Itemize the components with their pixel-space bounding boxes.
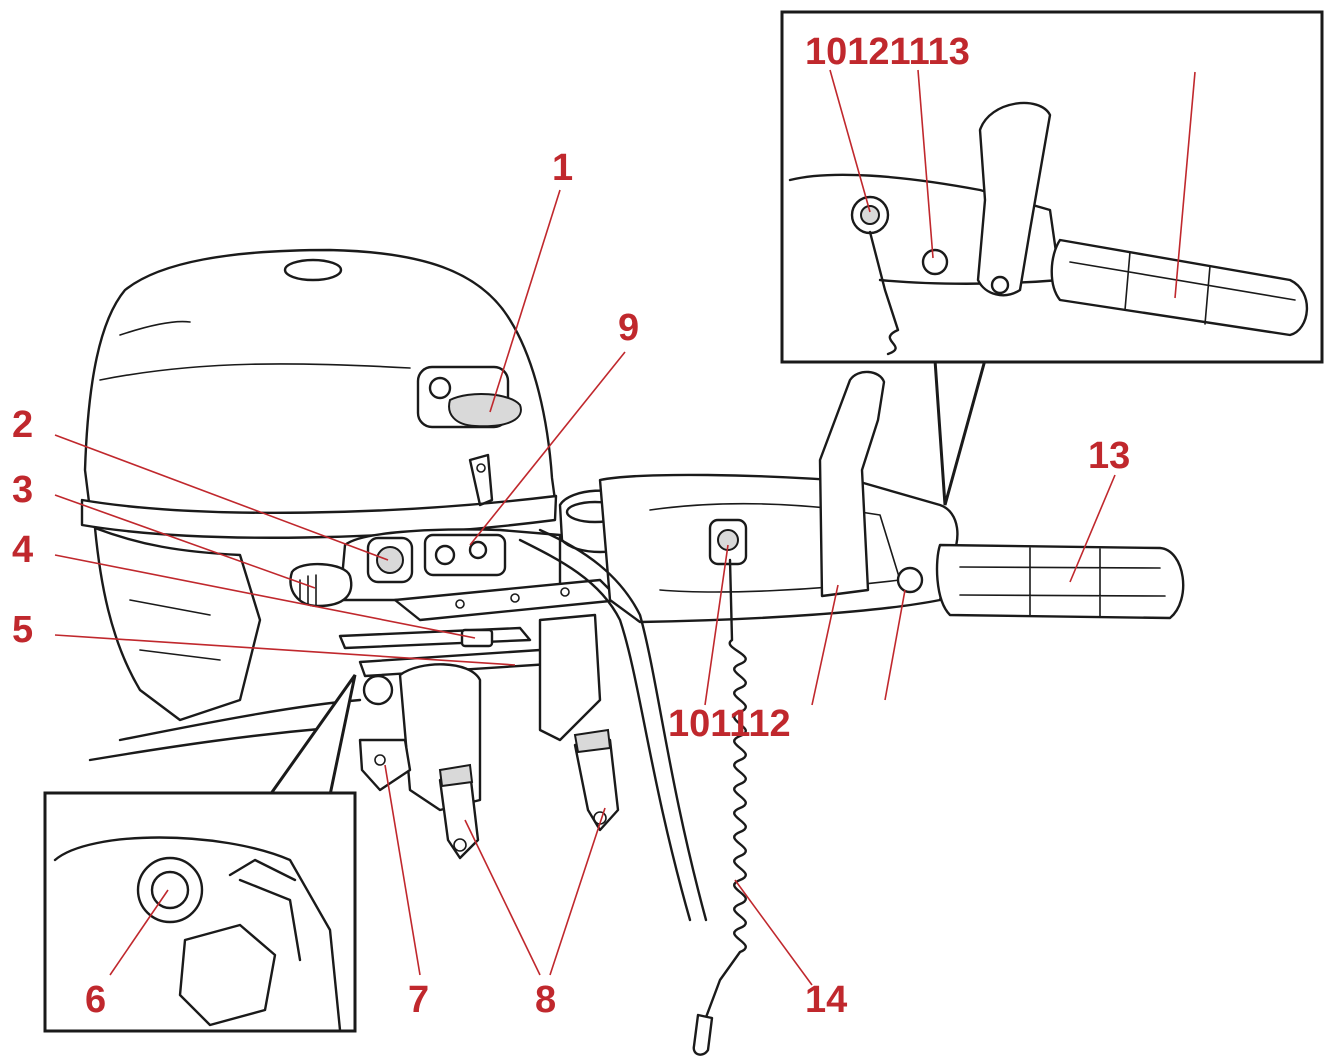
leader-2 (54, 434, 389, 561)
lower-casing-line (129, 599, 221, 661)
callout-1: 1 (552, 147, 573, 189)
inset-hex-nut (178, 923, 277, 1027)
leader-13-inset (1174, 71, 1196, 299)
callout-7: 7 (408, 979, 429, 1021)
callout-6: 6 (85, 979, 106, 1021)
shift-lever (818, 370, 886, 598)
inset-stop-switch-button (860, 205, 880, 225)
leader-14 (734, 879, 813, 986)
callout-labels: 1 2 3 4 5 6 7 8 9 10121113 13 101112 14 (12, 31, 1130, 1021)
plate-hole-3 (560, 587, 570, 597)
cowling-crease (99, 363, 411, 381)
clamp-arm-left-hole (374, 754, 386, 766)
throttle-bracket (468, 453, 494, 507)
leader-13 (1069, 474, 1116, 583)
throttle-grip (935, 543, 1185, 620)
connector-b (468, 540, 488, 560)
lanyard-clip (692, 1013, 714, 1056)
plate-hole-1 (455, 599, 465, 609)
friction-knob (289, 562, 353, 608)
choke-knob (448, 393, 522, 428)
lanyard-cord (703, 558, 747, 1022)
leader-11 (884, 589, 906, 701)
leader-3 (54, 494, 316, 589)
leader-10-inset (829, 69, 871, 213)
leader-5 (54, 634, 516, 666)
inset-bolt-head (150, 870, 190, 910)
leader-8b (549, 807, 606, 976)
callout-10121113: 10121113 (805, 31, 970, 73)
leader-8a (464, 819, 541, 976)
inset-tiller-body (788, 173, 1062, 285)
leader-10 (704, 544, 729, 706)
bracket-hole (476, 463, 486, 473)
leader-12 (811, 584, 839, 706)
cowling-cap (283, 258, 343, 282)
bracket-bolt (362, 674, 394, 706)
stop-switch (376, 546, 404, 574)
leader-6 (109, 889, 169, 976)
callout-101112: 101112 (668, 703, 791, 745)
callout-5: 5 (12, 609, 33, 651)
fuel-hose (518, 538, 692, 922)
inset-grip (1050, 238, 1309, 337)
rod-clip (460, 628, 494, 648)
plate-hole-2 (510, 593, 520, 603)
clamp-screw-left-spring (438, 763, 474, 788)
leader-lines (54, 69, 1196, 986)
cowling-highlight (119, 320, 191, 336)
callout-2: 2 (12, 404, 33, 446)
grip-ridges (959, 547, 1166, 618)
inset-pointer-lower (267, 674, 357, 797)
fuel-hose-outer (538, 528, 708, 922)
shift-rod (338, 626, 532, 650)
leader-11-inset (917, 69, 934, 259)
inset-bolt-washer (136, 856, 204, 924)
friction-adjuster (896, 566, 924, 594)
clamp-screw-right (573, 738, 620, 832)
inset-friction (921, 248, 949, 276)
inset-lever-bolt (990, 275, 1010, 295)
leader-7 (384, 764, 421, 976)
leader-9 (469, 351, 626, 546)
tiller-inner-edge (649, 502, 901, 593)
callout-8: 8 (535, 979, 556, 1021)
connector-a (434, 544, 456, 566)
callout-14: 14 (805, 979, 847, 1021)
leader-1 (489, 189, 561, 413)
transom-edge (88, 726, 332, 762)
clamp-arm-right (538, 613, 602, 742)
inset-lever (976, 101, 1052, 297)
inset-bracket-outline (53, 836, 342, 1032)
callout-9: 9 (618, 307, 639, 349)
callout-3: 3 (12, 469, 33, 511)
bolt-detail-inset (43, 674, 357, 1033)
choke-stem (428, 376, 452, 400)
tiller-detail-inset (780, 10, 1324, 506)
clamp-screw-right-spring (573, 728, 612, 754)
lower-casing (93, 526, 262, 722)
inset-stud (228, 858, 302, 962)
inset-grip-ridges (1069, 251, 1296, 325)
callout-13: 13 (1088, 435, 1130, 477)
inset-pointer-upper (933, 358, 987, 506)
clamp-screw-left-hole (453, 838, 467, 852)
callout-4: 4 (12, 529, 33, 571)
cowling-band (80, 494, 558, 539)
inset-lanyard (868, 230, 900, 356)
leader-4 (54, 554, 476, 639)
outboard-motor-illustration (80, 248, 1185, 1056)
